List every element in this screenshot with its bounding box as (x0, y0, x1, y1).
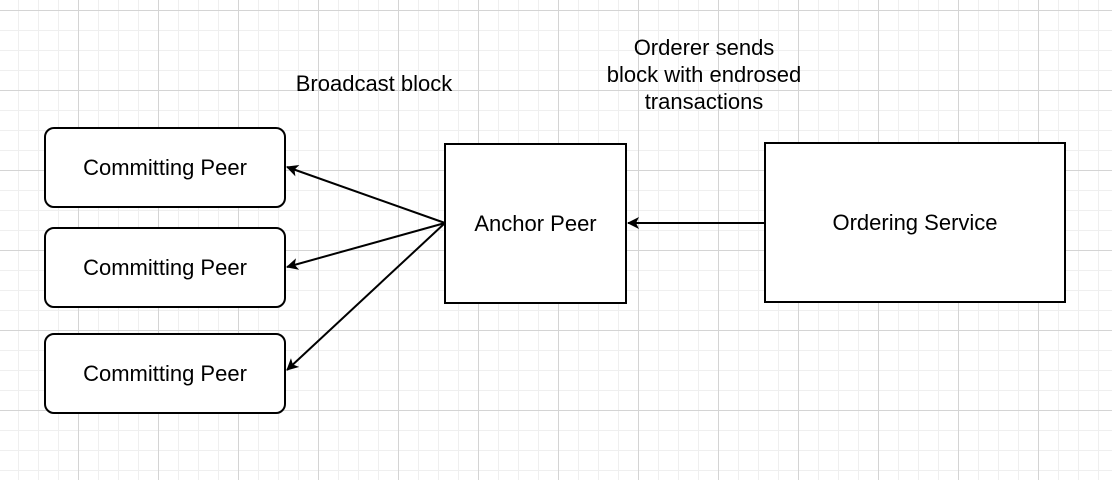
edge-anchor-to-committing-peer-1 (286, 165, 446, 224)
orderer-sends-label: Orderer sends block with endrosed transa… (564, 34, 844, 115)
edge-anchor-to-committing-peer-2 (286, 222, 446, 270)
orderer-label-line-3: transactions (644, 89, 764, 114)
committing-peer-label: Committing Peer (83, 254, 247, 280)
committing-peer-label: Committing Peer (83, 154, 247, 180)
committing-peer-node-2[interactable]: Committing Peer (44, 227, 286, 308)
broadcast-block-label: Broadcast block (295, 71, 453, 96)
committing-peer-node-3[interactable]: Committing Peer (44, 333, 286, 414)
edge-anchor-to-committing-peer-3 (286, 222, 446, 371)
ordering-service-node[interactable]: Ordering Service (764, 142, 1066, 303)
ordering-service-label: Ordering Service (832, 209, 998, 235)
committing-peer-label: Committing Peer (83, 360, 247, 386)
orderer-label-line-1: Orderer sends (633, 35, 775, 60)
anchor-peer-label: Anchor Peer (474, 210, 597, 236)
orderer-label-line-2: block with endrosed (606, 62, 802, 87)
committing-peer-node-1[interactable]: Committing Peer (44, 127, 286, 208)
anchor-peer-node[interactable]: Anchor Peer (444, 143, 627, 304)
